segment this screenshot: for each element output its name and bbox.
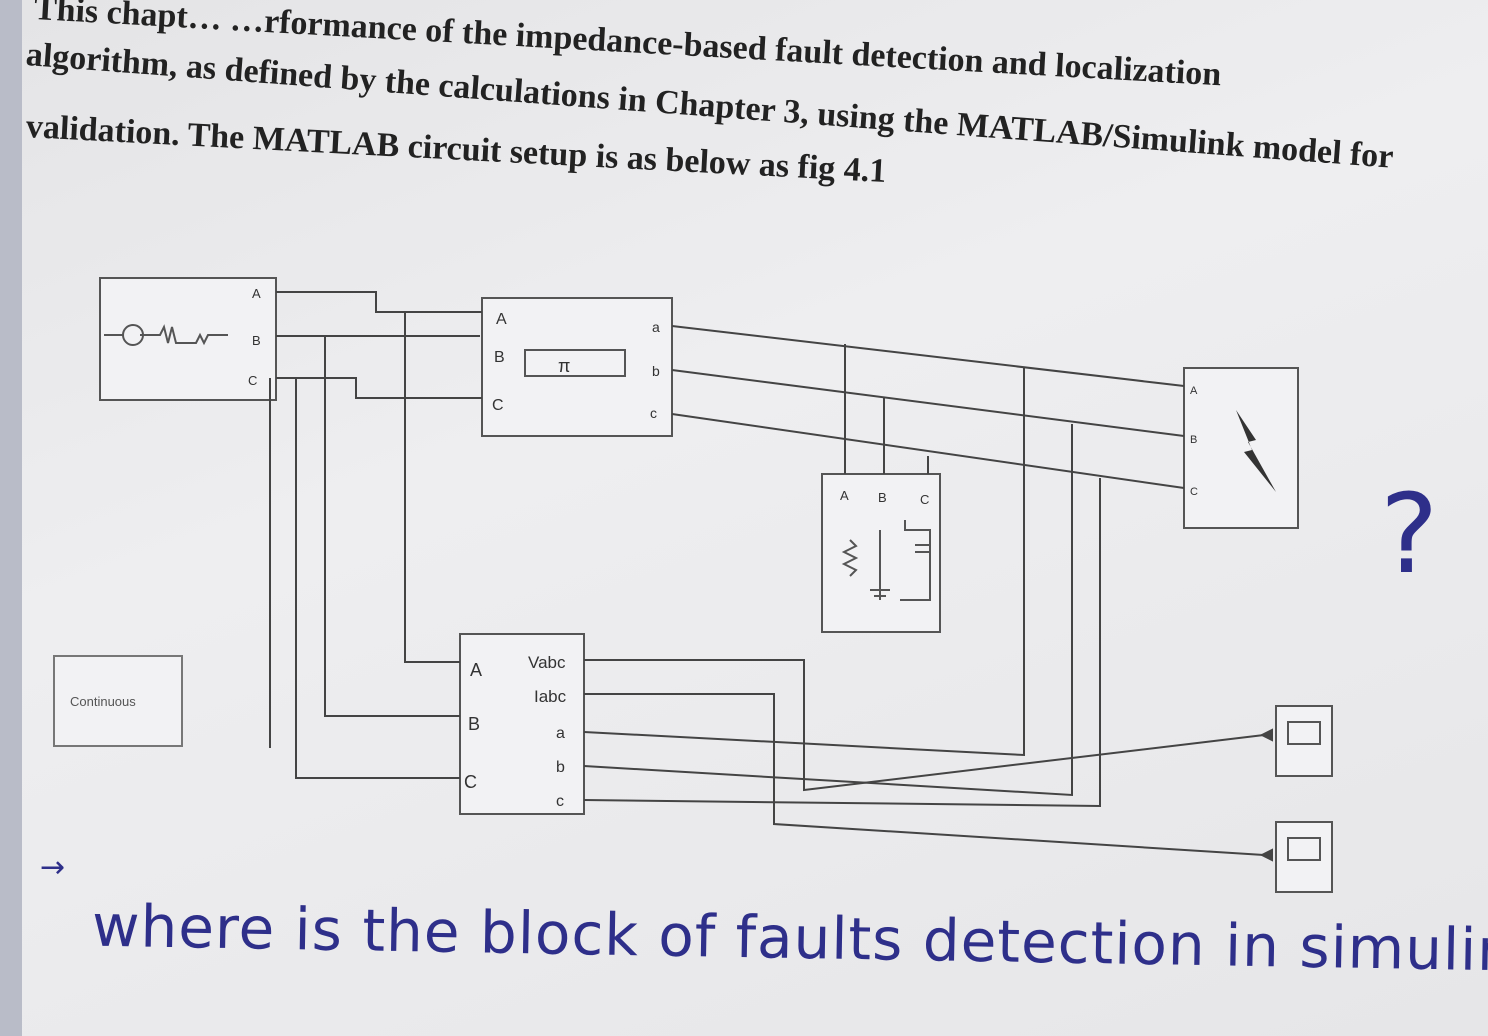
meas-out-a: a — [556, 725, 565, 742]
page-edge — [0, 0, 22, 1036]
handwritten-arrow: → — [40, 850, 66, 885]
vi-measurement-block[interactable] — [459, 633, 585, 815]
load-port-c: C — [920, 492, 929, 507]
source-circle-icon — [122, 324, 144, 346]
line-in-c: C — [492, 397, 504, 414]
line-out-a: a — [652, 319, 660, 335]
meas-out-iabc: Iabc — [534, 687, 567, 706]
line-in-a: A — [496, 311, 507, 328]
fault-port-b: B — [1190, 434, 1197, 446]
scope-2-screen-icon — [1287, 837, 1321, 861]
meas-out-vabc: Vabc — [528, 653, 566, 672]
line-in-b: B — [494, 349, 505, 366]
load-port-a: A — [840, 488, 849, 503]
line-out-c: c — [650, 405, 657, 421]
handwritten-question-mark: ? — [1380, 470, 1439, 598]
meas-in-c: C — [464, 772, 477, 792]
source-port-b: B — [252, 333, 261, 348]
pi-line-inner — [524, 349, 626, 377]
source-symbol-icon — [104, 324, 228, 346]
lightning-icon — [1236, 410, 1276, 492]
rlc-symbol-icon — [841, 520, 931, 601]
scope-2[interactable] — [1275, 821, 1333, 893]
meas-out-b: b — [556, 759, 565, 776]
powergui-label: Continuous — [70, 694, 136, 709]
source-port-c: C — [248, 373, 257, 388]
pi-line-block[interactable] — [481, 297, 673, 437]
meas-in-a: A — [470, 660, 482, 680]
scope-1[interactable] — [1275, 705, 1333, 777]
load-port-b: B — [878, 490, 887, 505]
fault-port-a: A — [1190, 385, 1198, 397]
scope-1-screen-icon — [1287, 721, 1321, 745]
fault-port-c: C — [1190, 486, 1198, 498]
line-out-b: b — [652, 363, 660, 379]
source-port-a: A — [252, 286, 261, 301]
powergui-block[interactable] — [53, 655, 183, 747]
pi-symbol: π — [558, 356, 570, 376]
wires — [269, 291, 1273, 862]
meas-in-b: B — [468, 714, 480, 734]
three-phase-source-block[interactable] — [99, 277, 277, 401]
meas-out-c: c — [556, 793, 564, 810]
fault-block[interactable] — [1183, 367, 1299, 529]
